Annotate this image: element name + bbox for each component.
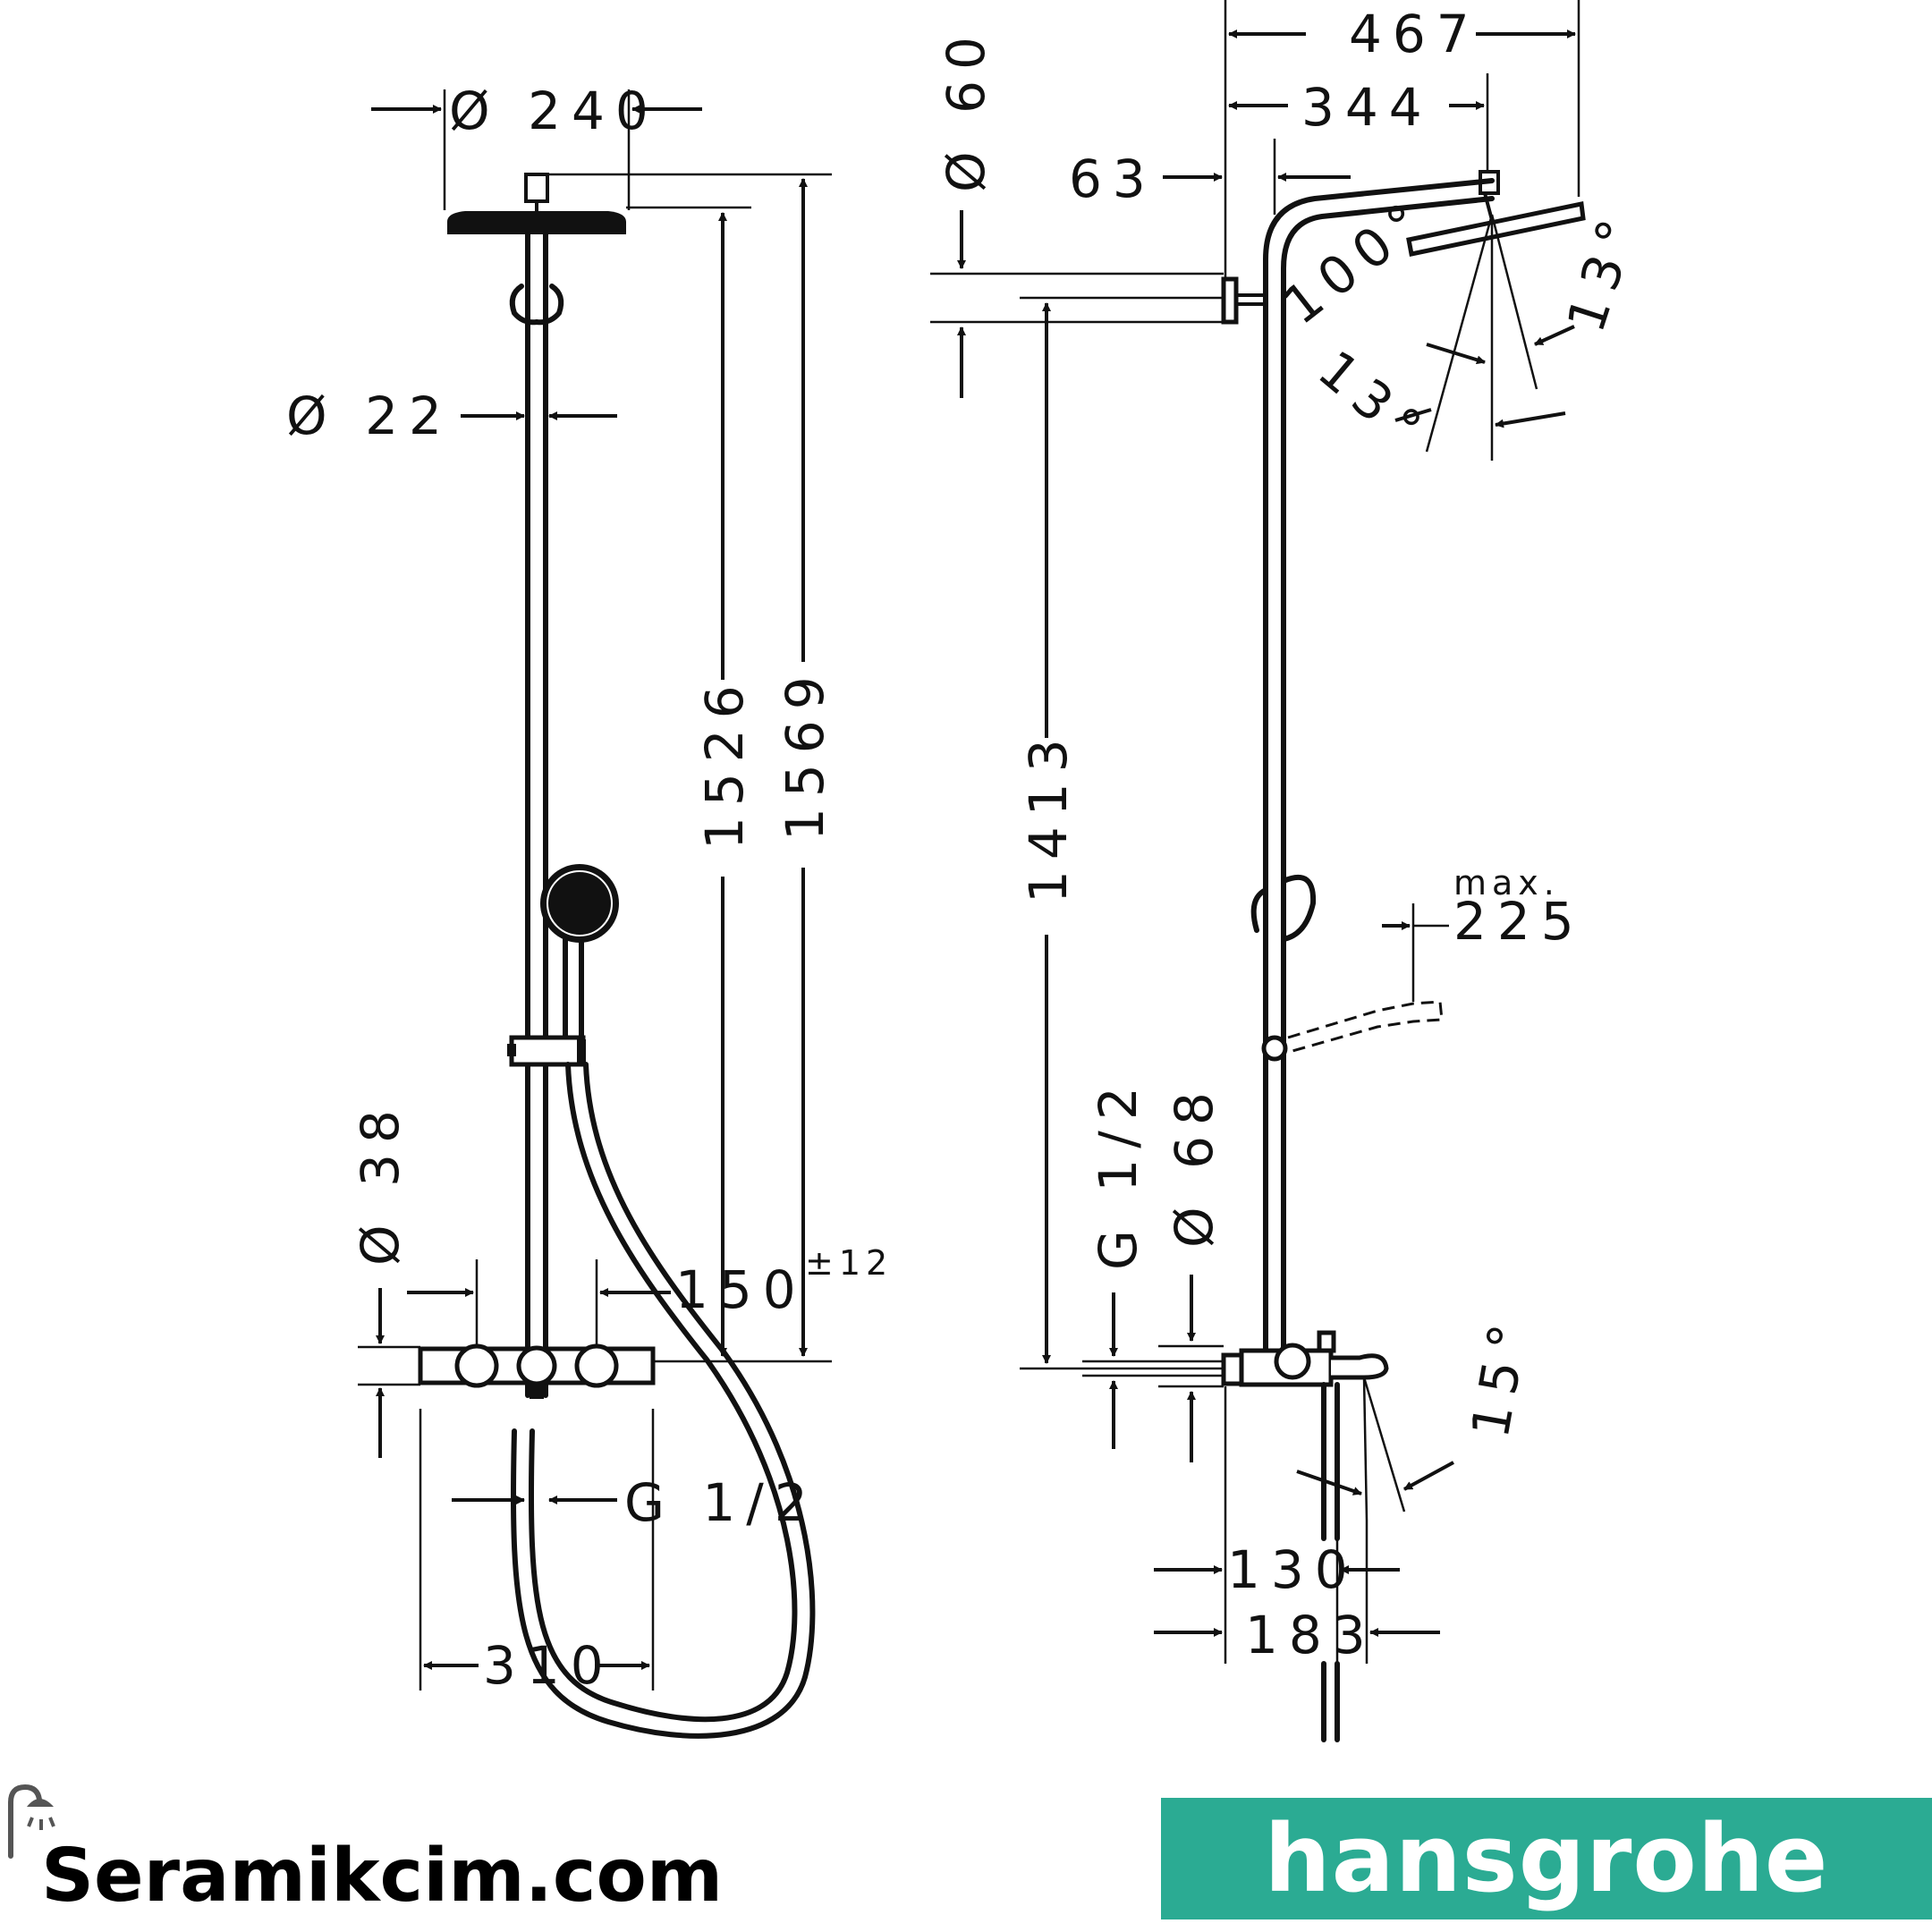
side-wall-bracket [1221, 276, 1266, 325]
label-side-height: 1413 [1018, 728, 1079, 903]
dim-hose-max: max. 225 [1382, 863, 1585, 1002]
side-riser-outer [1263, 178, 1495, 1358]
side-riser-inner [1281, 196, 1495, 1358]
side-mixer [1221, 1330, 1389, 1742]
label-spout-depth-2: 183 [1245, 1605, 1377, 1665]
label-tilt-angle-2: 13° [1307, 339, 1441, 465]
dim-arm-diameter: Ø 60 [930, 26, 1224, 398]
front-hose-outer [528, 1062, 798, 1723]
label-ring-diameter: Ø 38 [350, 1099, 411, 1266]
dim-side-height: 1413 [1018, 296, 1224, 1370]
label-arm-angle: 100° [1272, 185, 1442, 336]
dim-side-connection: G 1/2 Ø 68 [1082, 1076, 1224, 1462]
label-hose-max: max. [1453, 863, 1560, 902]
label-arm-diameter: Ø 60 [936, 26, 996, 192]
dim-shower-head-diameter: Ø 240 [371, 80, 702, 210]
brand-name: hansgrohe [1264, 1804, 1829, 1913]
label-escutcheon-diameter: Ø 68 [1164, 1081, 1224, 1248]
side-hand-shower-dashed [1287, 1000, 1444, 1053]
front-hose-inner [510, 1062, 816, 1739]
side-view: 467 344 63 Ø 60 100° 13° 13° [930, 0, 1651, 1742]
label-side-connection: G 1/2 [1088, 1076, 1148, 1270]
front-mixer [418, 1343, 656, 1399]
front-slider [507, 1035, 586, 1067]
label-arm-offset: 63 [1069, 148, 1157, 209]
front-view: Ø 240 Ø 22 1526 1569 Ø 38 [286, 80, 893, 1739]
front-shower-head [447, 173, 626, 234]
dim-heights: 1526 1569 [547, 173, 835, 1363]
dim-spout-depths: 130 183 [1154, 1386, 1440, 1665]
side-slider [1261, 1035, 1288, 1062]
label-shower-head-diameter: Ø 240 [449, 80, 659, 141]
label-hose-max-value: 225 [1453, 891, 1585, 952]
label-center-tolerance: ±12 [805, 1243, 893, 1283]
label-spout-depth-1: 130 [1227, 1539, 1359, 1600]
shower-icon [8, 1784, 55, 1859]
label-spout-angle: 15° [1460, 1309, 1541, 1443]
front-pipe-ring [509, 284, 564, 326]
dim-front-connection: G 1/2 [452, 1472, 818, 1533]
dim-mixer-width: 310 [419, 1409, 655, 1696]
dim-ring-diameter: Ø 38 [350, 1099, 479, 1458]
label-center-distance: 150 [675, 1259, 807, 1320]
label-height-1526: 1526 [694, 674, 755, 850]
dim-depths-top: 467 344 63 [1069, 0, 1580, 277]
label-overall-depth: 467 [1349, 4, 1480, 64]
label-arm-depth: 344 [1301, 77, 1433, 138]
brand-logo: hansgrohe [1161, 1798, 1932, 1919]
site-name: Seramikcim.com [41, 1834, 724, 1919]
label-height-1569: 1569 [775, 665, 835, 841]
front-hand-shower [540, 864, 619, 1054]
dim-pipe-diameter: Ø 22 [286, 386, 617, 446]
label-front-connection: G 1/2 [624, 1472, 818, 1533]
dim-center-distance: 150 ±12 [595, 1243, 893, 1346]
side-hand-shower-holder [1281, 875, 1317, 942]
label-mixer-width: 310 [483, 1635, 614, 1696]
label-pipe-diameter: Ø 22 [286, 386, 453, 446]
